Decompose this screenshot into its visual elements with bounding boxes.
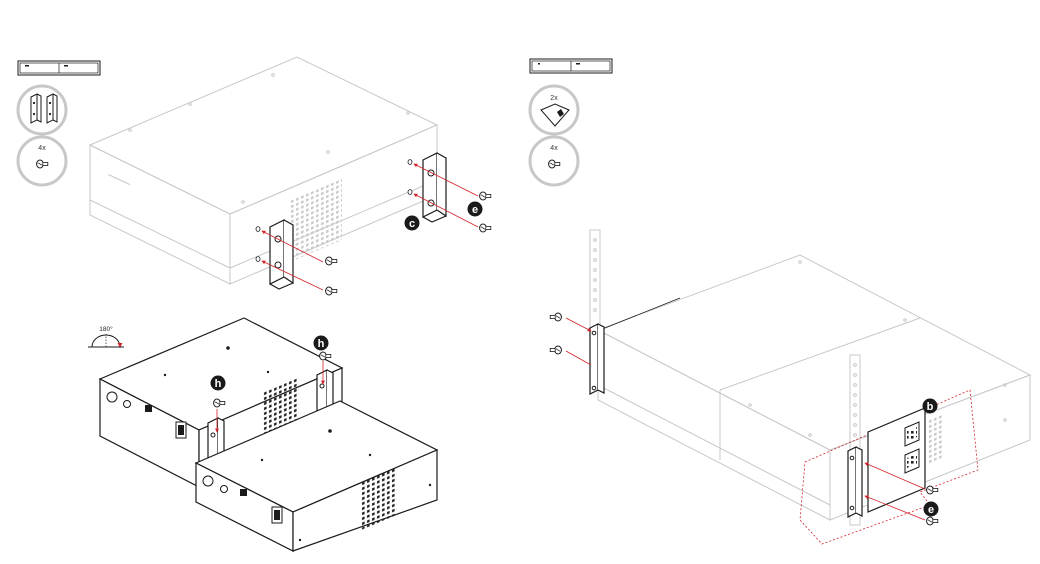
rotation-label: 180° — [99, 325, 113, 333]
svg-text:h: h — [215, 378, 222, 390]
parts-brackets-icon — [16, 84, 68, 136]
screw-quantity-label: 4x — [550, 145, 558, 152]
parts-screws-icon: 4x — [16, 135, 68, 187]
screw-icon — [325, 286, 338, 296]
ear-bracket-left — [269, 219, 294, 290]
rack-thumbnail-icon — [529, 58, 613, 74]
screw-icon — [926, 485, 939, 495]
rotation-indicator: 180° — [88, 325, 124, 348]
callout-h-left: h — [210, 375, 226, 391]
screw-quantity-label: 4x — [38, 145, 46, 152]
callout-b: b — [922, 398, 938, 414]
rack-ear-right — [847, 446, 863, 518]
screw-icon — [926, 516, 939, 526]
unit-single-step: 4x ▬▬▬▬▬▬ — [16, 56, 492, 296]
svg-text:e: e — [928, 504, 934, 516]
guide-lines — [261, 163, 479, 291]
unit-thumbnail-icon — [17, 60, 101, 76]
highlight-region — [799, 389, 979, 545]
svg-text:▬▬▬▬▬▬: ▬▬▬▬▬▬ — [108, 171, 132, 186]
screw-icon — [479, 191, 492, 201]
rack-chassis — [596, 254, 1032, 521]
callout-h-right: h — [313, 335, 329, 351]
unit-pair-step: 180° — [88, 317, 439, 552]
screw-icon — [319, 351, 332, 361]
rear-plate — [867, 407, 942, 513]
bracket-quantity-label: 2x — [550, 95, 558, 102]
unit-body: ▬▬▬▬▬▬ — [88, 56, 439, 285]
callout-c: c — [404, 215, 420, 231]
screw-icon — [325, 256, 338, 266]
rack-rail-front — [849, 354, 861, 526]
rack-ear-left — [589, 323, 605, 395]
rack-mount-step: 2x 4x — [528, 58, 1032, 545]
ear-bracket-right — [422, 152, 447, 223]
callout-e-right: e — [923, 501, 939, 517]
svg-text:b: b — [927, 401, 934, 413]
callout-e: e — [467, 201, 483, 217]
svg-text:c: c — [409, 218, 415, 230]
screw-icon — [479, 223, 492, 233]
svg-text:h: h — [318, 338, 325, 350]
parts-screws-icon: 4x — [528, 135, 580, 187]
parts-bracket-icon: 2x — [528, 84, 580, 136]
screw-icon — [549, 345, 562, 355]
screw-icon — [549, 312, 562, 322]
svg-text:e: e — [472, 204, 478, 216]
